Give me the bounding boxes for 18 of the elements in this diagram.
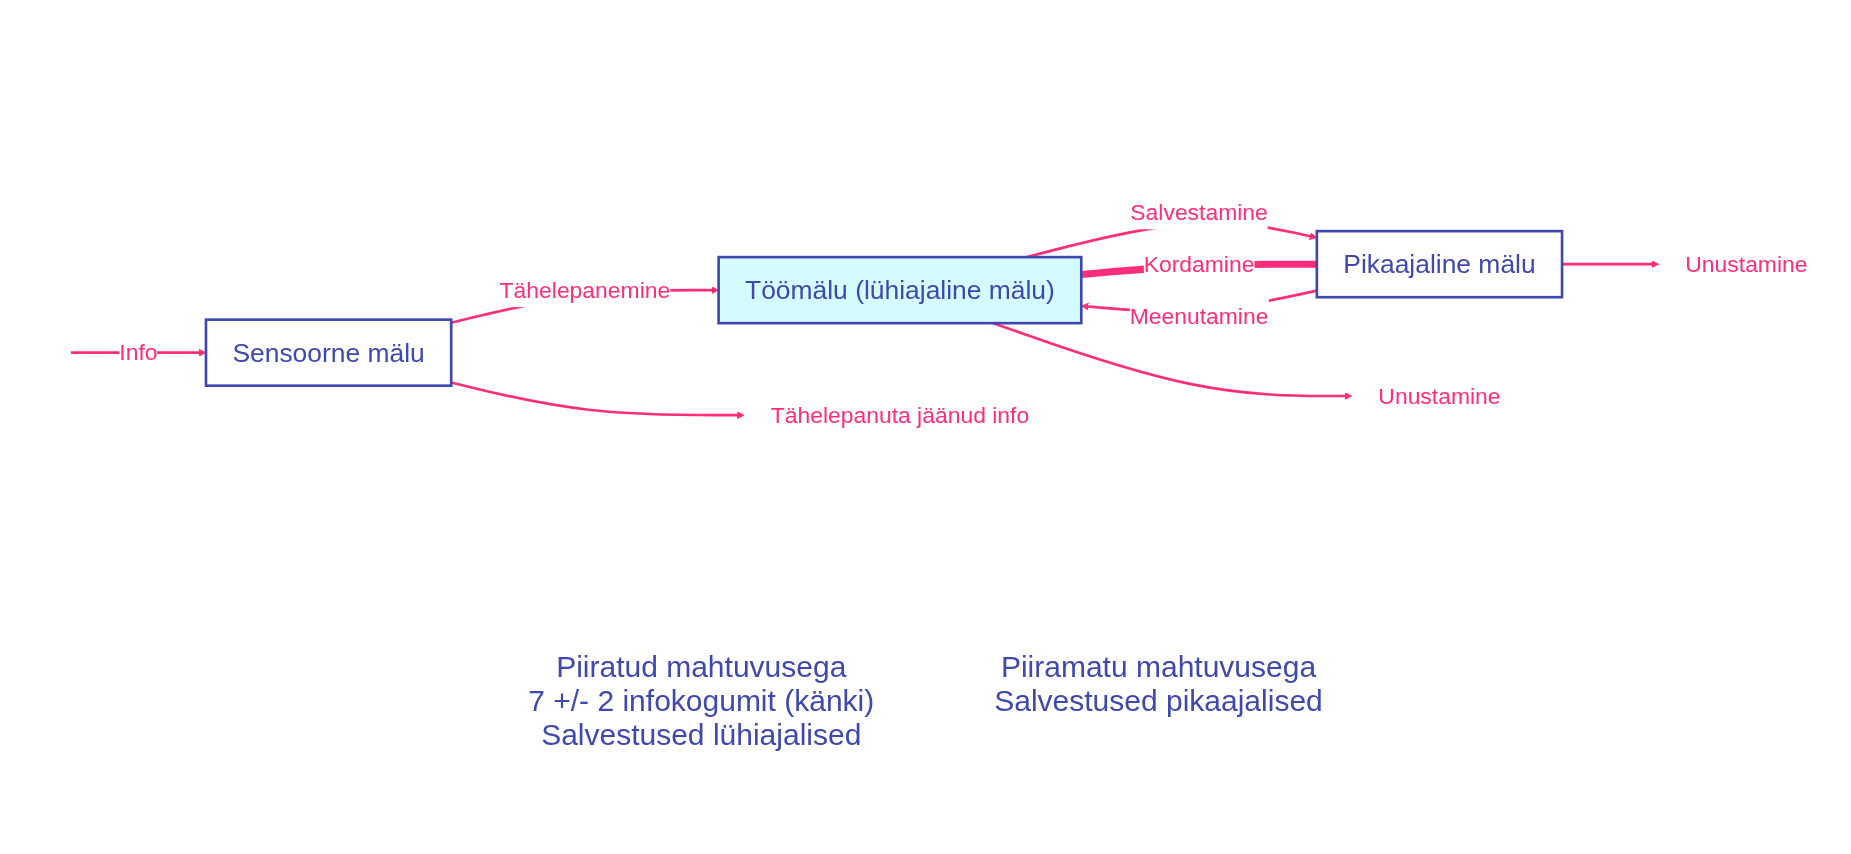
arrow (450, 380, 745, 419)
edge-label: Info (118, 338, 158, 366)
note-text: Salvestused lühiajalised (540, 718, 863, 752)
note-text: Salvestused pikaajalised (994, 684, 1323, 718)
edge-label: Meenutamine (1129, 302, 1268, 329)
node-box: Töömälu (lühiajaline mälu) (716, 255, 1083, 325)
edge-label: Salvestamine (1129, 198, 1268, 225)
arrow (1561, 260, 1659, 268)
node-text: Unustamine (1684, 250, 1807, 277)
edge-label: Tähelepanemine (499, 276, 670, 303)
note-text: Piiratud mahtuvusega (555, 650, 848, 684)
node-box: Pikaajaline mälu (1315, 229, 1563, 299)
node-text: Tähelepanuta jäänud info (770, 401, 1029, 428)
edge-label: Kordamine (1143, 250, 1254, 277)
note-text: 7 +/- 2 infokogumit (känki) (528, 684, 875, 718)
node-text: Unustamine (1377, 382, 1501, 409)
node-box: Sensoorne mälu (204, 318, 452, 387)
note-text: Piiramatu mahtuvusega (999, 650, 1318, 684)
